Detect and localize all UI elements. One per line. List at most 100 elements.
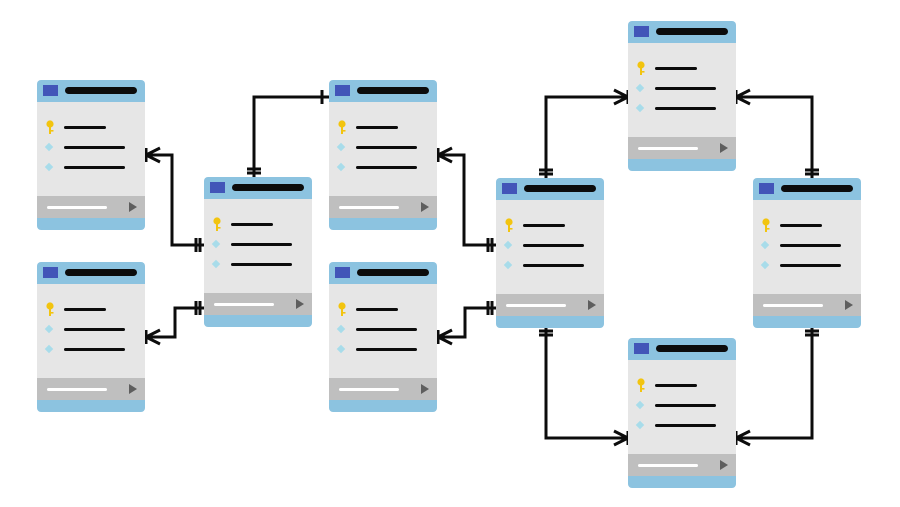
- key-icon: [761, 218, 771, 233]
- table-icon: [634, 26, 649, 37]
- diamond-icon: [635, 400, 645, 410]
- table-title-bar: [65, 269, 137, 276]
- table-row-attribute: [628, 82, 736, 96]
- key-icon: [636, 378, 646, 393]
- table-footer: [628, 137, 736, 159]
- footer-bar: [339, 206, 399, 209]
- diamond-icon: [44, 142, 54, 152]
- footer-bar: [47, 206, 107, 209]
- diamond-icon: [336, 344, 346, 354]
- table-header: [37, 262, 145, 284]
- play-icon: [845, 300, 853, 310]
- table-row-attribute: [628, 399, 736, 413]
- table-body: [329, 102, 437, 196]
- field-bar: [523, 264, 584, 267]
- table-body: [628, 360, 736, 454]
- field-bar: [231, 263, 292, 266]
- db-table-e: [329, 262, 437, 412]
- table-base: [496, 316, 604, 328]
- field-bar: [655, 384, 697, 387]
- table-icon: [43, 267, 58, 278]
- footer-bar: [506, 304, 566, 307]
- db-table-a: [37, 80, 145, 230]
- relationship-line: [544, 327, 628, 440]
- field-bar: [655, 107, 716, 110]
- play-icon: [588, 300, 596, 310]
- key-icon: [45, 120, 55, 135]
- relationship-line: [736, 95, 814, 178]
- diamond-icon: [635, 83, 645, 93]
- diamond-icon: [44, 344, 54, 354]
- field-bar: [356, 146, 417, 149]
- footer-bar: [638, 464, 698, 467]
- table-body: [753, 200, 861, 294]
- db-table-d: [329, 80, 437, 230]
- table-row-primary-key: [37, 120, 145, 135]
- table-title-bar: [656, 28, 728, 35]
- field-bar: [231, 243, 292, 246]
- table-base: [329, 218, 437, 230]
- table-title-bar: [357, 87, 429, 94]
- footer-bar: [214, 303, 274, 306]
- table-row-primary-key: [628, 61, 736, 76]
- table-row-primary-key: [628, 378, 736, 393]
- key-icon: [504, 218, 514, 233]
- table-row-attribute: [204, 238, 312, 252]
- table-icon: [759, 183, 774, 194]
- table-footer: [204, 293, 312, 315]
- table-icon: [43, 85, 58, 96]
- relationship-line: [145, 306, 204, 339]
- field-bar: [523, 244, 584, 247]
- field-bar: [356, 166, 417, 169]
- table-icon: [210, 182, 225, 193]
- table-footer: [329, 196, 437, 218]
- table-row-attribute: [628, 102, 736, 116]
- table-row-attribute: [329, 323, 437, 337]
- relationship-line: [437, 153, 496, 247]
- diamond-icon: [336, 324, 346, 334]
- table-title-bar: [781, 185, 853, 192]
- table-icon: [502, 183, 517, 194]
- table-body: [37, 284, 145, 378]
- table-body: [628, 43, 736, 137]
- field-bar: [356, 126, 398, 129]
- field-bar: [655, 87, 716, 90]
- relationship-line: [736, 327, 814, 440]
- table-base: [37, 218, 145, 230]
- field-bar: [780, 264, 841, 267]
- footer-bar: [763, 304, 823, 307]
- play-icon: [421, 202, 429, 212]
- diamond-icon: [336, 162, 346, 172]
- table-body: [204, 199, 312, 293]
- table-icon: [335, 267, 350, 278]
- db-table-i: [753, 178, 861, 328]
- field-bar: [356, 308, 398, 311]
- field-bar: [655, 404, 716, 407]
- field-bar: [655, 67, 697, 70]
- table-body: [37, 102, 145, 196]
- key-icon: [45, 302, 55, 317]
- field-bar: [231, 223, 273, 226]
- table-row-attribute: [204, 258, 312, 272]
- table-row-attribute: [496, 239, 604, 253]
- field-bar: [356, 328, 417, 331]
- relationship-line: [437, 306, 496, 339]
- db-table-g: [628, 21, 736, 171]
- db-table-f: [496, 178, 604, 328]
- key-icon: [212, 217, 222, 232]
- table-row-attribute: [329, 141, 437, 155]
- table-title-bar: [357, 269, 429, 276]
- table-row-attribute: [37, 141, 145, 155]
- field-bar: [64, 328, 125, 331]
- table-body: [496, 200, 604, 294]
- table-row-primary-key: [753, 218, 861, 233]
- field-bar: [523, 224, 565, 227]
- table-footer: [37, 196, 145, 218]
- table-base: [37, 400, 145, 412]
- table-header: [204, 177, 312, 199]
- table-row-attribute: [753, 259, 861, 273]
- footer-bar: [47, 388, 107, 391]
- table-footer: [628, 454, 736, 476]
- key-icon: [636, 61, 646, 76]
- diamond-icon: [503, 240, 513, 250]
